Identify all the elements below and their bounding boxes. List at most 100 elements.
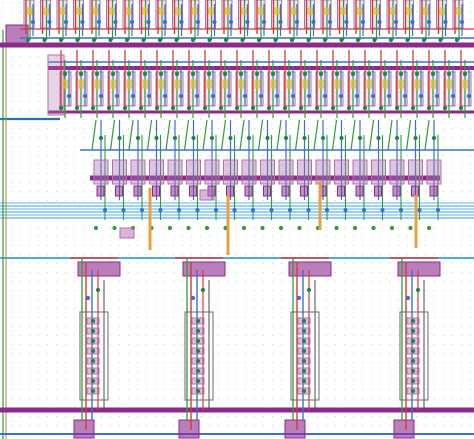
grid-dot (83, 254, 84, 255)
grid-dot (137, 56, 138, 57)
grid-dot (56, 416, 57, 417)
grid-dot (11, 74, 12, 75)
grid-dot (137, 335, 138, 336)
contact-icon (394, 135, 400, 141)
grid-dot (461, 335, 462, 336)
grid-dot (317, 398, 318, 399)
global-rails (0, 30, 474, 439)
contact-icon (102, 207, 108, 213)
contact-icon (301, 368, 307, 374)
grid-dot (335, 173, 336, 174)
grid-dot (164, 335, 165, 336)
grid-dot (155, 326, 156, 327)
grid-dot (83, 191, 84, 192)
grid-dot (200, 65, 201, 66)
grid-dot (29, 74, 30, 75)
grid-dot (461, 137, 462, 138)
grid-dot (407, 164, 408, 165)
contact-icon (209, 135, 215, 141)
hatch-cell (414, 79, 421, 89)
grid-dot (200, 11, 201, 12)
grid-dot (245, 146, 246, 147)
contact-icon (352, 225, 358, 231)
grid-dot (389, 236, 390, 237)
contact-icon (158, 207, 163, 213)
grid-dot (254, 56, 255, 57)
grid-dot (236, 308, 237, 309)
grid-dot (416, 389, 417, 390)
contact-icon (246, 135, 252, 141)
grid-dot (425, 362, 426, 363)
grid-dot (20, 236, 21, 237)
grid-dot (101, 326, 102, 327)
grid-dot (416, 164, 417, 165)
grid-dot (227, 398, 228, 399)
grid-dot (146, 317, 147, 318)
contact-icon (289, 37, 295, 43)
grid-dot (101, 398, 102, 399)
grid-dot (182, 371, 183, 372)
contact-icon (410, 19, 415, 25)
grid-dot (20, 2, 21, 3)
column-outline (290, 311, 320, 401)
grid-dot (20, 227, 21, 228)
grid-dot (20, 362, 21, 363)
grid-dot (200, 146, 201, 147)
grid-dot (65, 173, 66, 174)
grid-dot (317, 335, 318, 336)
grid-dot (155, 380, 156, 381)
grid-dot (236, 200, 237, 201)
grid-dot (416, 299, 417, 300)
grid-dot (227, 362, 228, 363)
grid-dot (254, 182, 255, 183)
grid-dot (299, 281, 300, 282)
grid-dot (29, 227, 30, 228)
grid-dot (272, 155, 273, 156)
grid-dot (335, 200, 336, 201)
grid-dot (236, 119, 237, 120)
grid-dot (137, 425, 138, 426)
grid-dot (443, 236, 444, 237)
grid-dot (29, 137, 30, 138)
contact-icon (90, 348, 96, 354)
grid-dot (155, 263, 156, 264)
grid-dot (20, 110, 21, 111)
hatch-cell (174, 79, 181, 89)
grid-dot (236, 155, 237, 156)
grid-dot (290, 299, 291, 300)
grid-dot (380, 326, 381, 327)
grid-dot (29, 416, 30, 417)
grid-dot (434, 362, 435, 363)
grid-dot (326, 290, 327, 291)
contact-icon (380, 207, 385, 213)
grid-dot (47, 245, 48, 246)
grid-dot (416, 182, 417, 183)
grid-dot (326, 425, 327, 426)
logic-wire (405, 119, 412, 151)
grid-dot (137, 281, 138, 282)
grid-dot (317, 380, 318, 381)
grid-dot (299, 11, 300, 12)
grid-dot (254, 173, 255, 174)
grid-dot (200, 2, 201, 3)
grid-dot (272, 416, 273, 417)
grid-dot (299, 56, 300, 57)
grid-dot (380, 254, 381, 255)
grid-dot (443, 389, 444, 390)
grid-dot (470, 182, 471, 183)
grid-dot (245, 299, 246, 300)
grid-dot (47, 353, 48, 354)
contact-icon (298, 105, 304, 111)
contact-icon (172, 135, 178, 141)
grid-dot (434, 11, 435, 12)
grid-dot (344, 65, 345, 66)
grid-dot (110, 236, 111, 237)
grid-dot (272, 317, 273, 318)
hatch-cell (382, 79, 389, 89)
grid-dot (272, 173, 273, 174)
grid-dot (452, 236, 453, 237)
grid-dot (236, 362, 237, 363)
contact-icon (110, 71, 116, 77)
contact-icon (322, 93, 328, 99)
